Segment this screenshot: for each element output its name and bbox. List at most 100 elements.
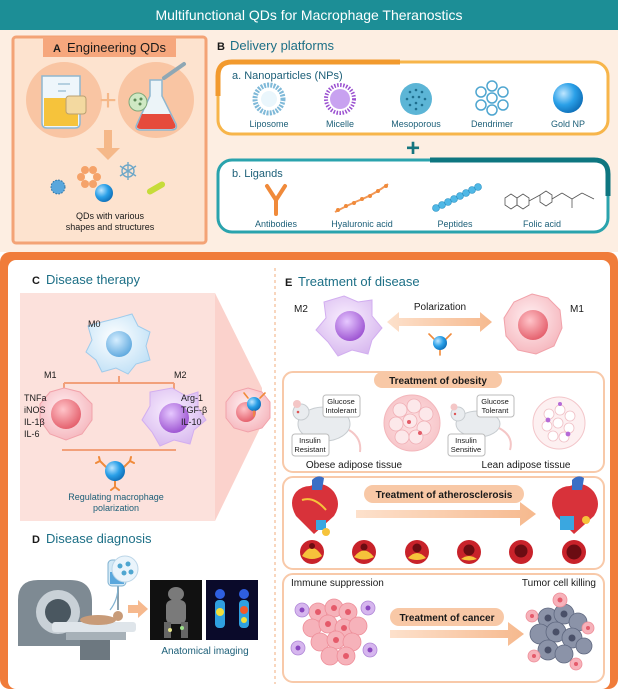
qd-loaded-macrophage-icon [225,387,271,433]
m2-macrophage-icon [141,387,207,447]
ligand-label-folic-acid: Folic acid [523,219,561,229]
np-label-gold-np: Gold NP [551,119,585,129]
e-m2-macrophage-icon [315,295,383,357]
folic-acid-structure-icon [504,190,595,210]
healthy-heart-icon [552,476,598,534]
m0-macrophage-icon [85,313,151,375]
cancer-arrow-icon [390,622,524,646]
plus-icon: + [99,84,117,117]
peptides-icon [432,183,482,212]
insulin-resistant-tag [291,433,330,457]
panel-e: E Treatment of disease M2 Polarization M… [274,268,605,684]
antibody-icon [265,184,287,216]
m1-macrophage-icon [39,387,93,441]
np-label-dendrimer: Dendrimer [471,119,513,129]
mesoporous-icon [400,83,432,115]
nanoparticles-box-accent [215,59,400,96]
panel-c-caption-line1: Regulating macrophage [68,492,164,502]
figure-title: Multifunctional QDs for Macrophage Thera… [155,7,462,23]
m0-label: M0 [88,319,101,329]
qd-shapes-group [50,162,166,202]
nanoparticles-heading: a. Nanoparticles (NPs) [232,70,343,82]
micelle-icon [324,83,356,115]
down-arrow-icon [96,130,120,160]
ligands-box-accent [430,157,611,196]
glucose-tolerant-tag [476,394,515,418]
panel-c-caption-line2: polarization [93,503,139,513]
panel-d-caption: Anatomical imaging [161,646,248,657]
panel-b-heading: Delivery platforms [230,38,335,53]
sphere-qd-icon [95,184,113,202]
insulin-resistant-line2: Resistant [294,445,326,454]
artery-cross-section-1 [300,540,324,564]
panel-d: D Disease diagnosis [18,531,258,660]
m2-marker-tgfb: TGF-β [181,405,207,415]
obese-adipose-tissue-icon [383,394,441,452]
obesity-heading-pill [374,372,502,388]
panel-a-heading: Engineering QDs [67,40,166,55]
beaker-icon [41,75,87,129]
m1-marker-tnfa: TNFa [24,393,47,403]
atherosclerosis-heading: Treatment of atherosclerosis [376,490,513,501]
panel-d-letter: D [32,534,40,546]
artery-cross-section-5 [509,540,533,564]
ct-body-grayscale [164,587,188,638]
glucose-intolerant-tag [322,394,361,418]
flower-qd-icon [77,166,101,188]
m1-marker-il1b: IL-1β [24,417,45,427]
ligand-label-hyaluronic-acid: Hyaluronic acid [331,219,393,229]
imaging-scanner-icon [18,580,136,660]
panel-c-letter: C [32,275,40,287]
np-label-micelle: Micelle [326,119,354,129]
diseased-heart-icon [292,476,338,536]
ligand-label-peptides: Peptides [437,219,473,229]
artery-cross-section-2 [352,540,376,564]
e-m1-label: M1 [570,304,584,315]
atherosclerosis-arrow-icon [356,502,536,526]
atherosclerosis-heading-pill [364,485,524,503]
flask-icon [128,62,186,131]
immune-suppression-label: Immune suppression [291,578,384,589]
cancer-box [282,573,605,683]
e-m2-label: M2 [294,304,308,315]
panel-b: B Delivery platforms a. Nanoparticles (N… [215,38,611,234]
rod-qd-icon [146,181,166,195]
lean-adipose-tissue-icon [532,396,586,450]
panel-d-heading: Disease diagnosis [46,531,152,546]
fluorescence-image [206,580,258,640]
gold-np-icon [553,83,583,113]
np-label-mesoporous: Mesoporous [391,119,441,129]
insulin-sensitive-line2: Sensitive [451,445,481,454]
artery-cross-section-3 [405,540,429,564]
obese-tissue-label: Obese adipose tissue [306,460,403,471]
functionalized-qd-icon [95,456,135,491]
panel-a-caption-line1: QDs with various [76,211,145,221]
insulin-sensitive-tag [447,433,486,457]
np-label-liposome: Liposome [249,119,288,129]
glucose-tolerant-line1: Glucose [481,397,509,406]
m2-label: M2 [174,370,187,380]
m2-marker-arg1: Arg-1 [181,393,203,403]
panel-a-caption-line2: shapes and structures [66,222,155,232]
m2-marker-il10: IL-10 [181,417,202,427]
ligand-label-antibodies: Antibodies [255,219,298,229]
panel-a: A Engineering QDs + [11,35,208,245]
cancer-heading-pill [390,608,504,626]
artery-cross-section-6 [562,540,586,564]
panel-c: C Disease therapy M0 M1 M2 [20,272,271,521]
hyaluronic-acid-icon [334,183,389,213]
tumor-killing-cluster-icon [525,592,595,671]
polarization-label: Polarization [414,302,466,313]
dendrimer-icon [475,80,509,116]
cancer-heading: Treatment of cancer [399,613,494,624]
e-functionalized-qd-icon [428,333,452,356]
porous-qd-icon [50,179,66,195]
m1-label: M1 [44,370,57,380]
title-bar [0,0,618,30]
liposome-icon [252,82,286,116]
obesity-heading: Treatment of obesity [389,376,487,387]
fluorescence-body [215,589,249,628]
panel-e-heading: Treatment of disease [298,274,420,289]
